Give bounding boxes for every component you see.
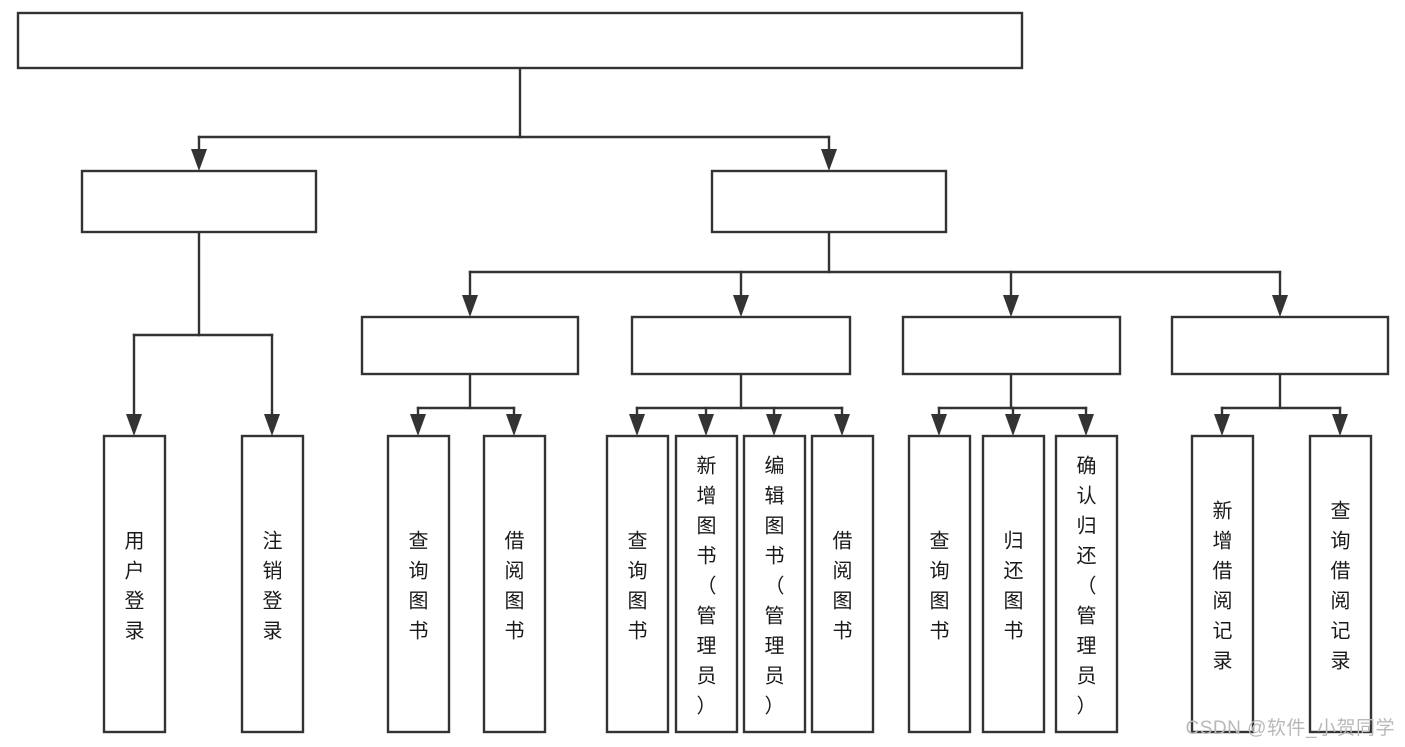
level2-node-user-login[interactable]: [80, 169, 318, 234]
connector-root: [191, 66, 837, 171]
node-box[interactable]: [907, 434, 972, 734]
leaf-node-leaf-borrow-book[interactable]: 借阅图书: [810, 434, 875, 734]
connector-book-manage: [462, 230, 1288, 317]
watermark-label: CSDN @软件_小贺同学: [1185, 718, 1395, 739]
node-box[interactable]: [1054, 434, 1119, 734]
arrow-head-icon: [698, 414, 714, 436]
leaf-node-leaf-query-book[interactable]: 查询图书: [605, 434, 670, 734]
arrow-head-icon: [264, 414, 280, 436]
arrow-head-icon: [1078, 414, 1094, 436]
arrow-head-icon: [1003, 295, 1019, 317]
connector-new-book-rec: [410, 372, 522, 436]
level3-node-current-borrow[interactable]: [901, 315, 1122, 376]
node-box[interactable]: [360, 315, 580, 376]
leaf-node-leaf-return-book[interactable]: 归还图书: [981, 434, 1046, 734]
node-box[interactable]: [482, 434, 547, 734]
node-box[interactable]: [605, 434, 670, 734]
leaf-node-leaf-borrow-book-rec[interactable]: 借阅图书: [482, 434, 547, 734]
connector-borrow-record: [1214, 372, 1348, 436]
connector-current-borrow: [931, 372, 1094, 436]
arrow-head-icon: [931, 414, 947, 436]
arrow-head-icon: [629, 414, 645, 436]
root-node-root[interactable]: [16, 11, 1024, 70]
node-box[interactable]: [240, 434, 305, 734]
node-label: 编辑图书（管理员）: [765, 454, 785, 717]
leaf-node-leaf-logout[interactable]: 注销登录: [240, 434, 305, 734]
node-box[interactable]: [1190, 434, 1255, 734]
level3-node-new-book-rec[interactable]: [360, 315, 580, 376]
leaf-node-leaf-add-book[interactable]: 新增图书（管理员）: [674, 434, 739, 734]
connector-book-borrow: [629, 372, 850, 436]
node-label: 查询图书: [409, 529, 429, 642]
node-label: 借阅图书: [505, 529, 525, 642]
arrow-head-icon: [821, 149, 837, 171]
node-box[interactable]: [80, 169, 318, 234]
arrow-head-icon: [1005, 414, 1021, 436]
node-box[interactable]: [981, 434, 1046, 734]
node-label: 查询图书: [930, 529, 950, 642]
node-label: 确认归还（管理员）: [1077, 454, 1097, 717]
connector-layer: [126, 66, 1348, 436]
node-label: 借阅图书: [833, 529, 853, 642]
arrow-head-icon: [462, 295, 478, 317]
node-label: 新增图书（管理员）: [697, 454, 717, 717]
arrow-head-icon: [766, 414, 782, 436]
node-box[interactable]: [630, 315, 852, 376]
node-label: 用户登录: [125, 530, 145, 642]
arrow-head-icon: [733, 295, 749, 317]
connector-user-login: [126, 230, 280, 436]
node-box[interactable]: [386, 434, 451, 734]
node-label: 查询图书: [628, 529, 648, 642]
arrow-head-icon: [1214, 414, 1230, 436]
node-box[interactable]: [742, 434, 807, 734]
arrow-head-icon: [506, 414, 522, 436]
leaf-node-leaf-add-record[interactable]: 新增借阅记录: [1190, 434, 1255, 734]
node-label: 归还图书: [1004, 529, 1024, 642]
arrow-head-icon: [1272, 295, 1288, 317]
arrow-head-icon: [126, 414, 142, 436]
node-box[interactable]: [901, 315, 1122, 376]
node-label: 新增借阅记录: [1213, 499, 1233, 672]
leaf-node-leaf-query-book-cur[interactable]: 查询图书: [907, 434, 972, 734]
node-box[interactable]: [810, 434, 875, 734]
node-label: 查询借阅记录: [1331, 499, 1351, 672]
leaf-node-leaf-edit-book[interactable]: 编辑图书（管理员）: [742, 434, 807, 734]
node-label: 注销登录: [263, 529, 283, 642]
node-box[interactable]: [674, 434, 739, 734]
node-box[interactable]: [1308, 434, 1373, 734]
leaf-node-leaf-query-record[interactable]: 查询借阅记录: [1308, 434, 1373, 734]
level2-node-book-manage[interactable]: [710, 169, 948, 234]
arrow-head-icon: [191, 149, 207, 171]
level3-node-book-borrow[interactable]: [630, 315, 852, 376]
leaf-node-leaf-user-login[interactable]: 用户登录: [102, 434, 167, 734]
leaf-node-leaf-query-book-rec[interactable]: 查询图书: [386, 434, 451, 734]
node-box[interactable]: [1170, 315, 1390, 376]
arrow-head-icon: [834, 414, 850, 436]
leaf-node-leaf-confirm-return[interactable]: 确认归还（管理员）: [1054, 434, 1119, 734]
node-box[interactable]: [102, 434, 167, 734]
node-layer: 用户登录 注销登录 查询图书 借阅图书 查询图书 新增图书（管理员） 编辑图书（管理员） 借阅…: [16, 11, 1390, 734]
node-box[interactable]: [16, 11, 1024, 70]
level3-node-borrow-record[interactable]: [1170, 315, 1390, 376]
node-box[interactable]: [710, 169, 948, 234]
arrow-head-icon: [1332, 414, 1348, 436]
arrow-head-icon: [410, 414, 426, 436]
